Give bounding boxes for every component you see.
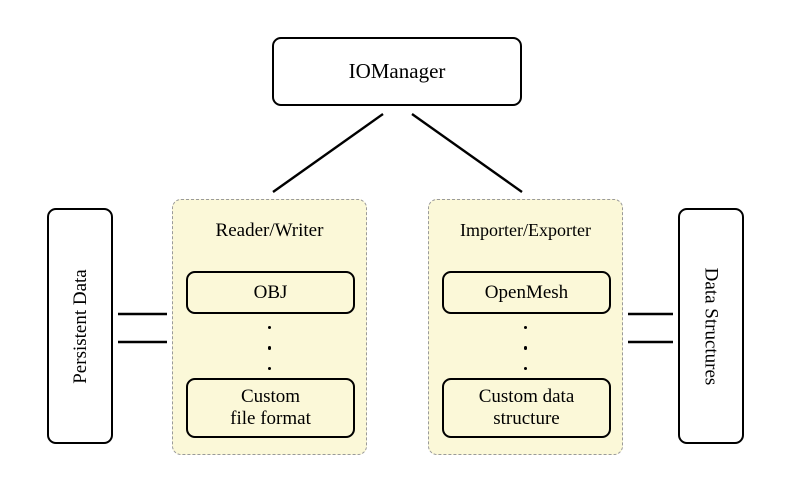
custom-file-format-label-line2: file format [230,408,311,429]
persistent-data-box: Persistent Data [47,208,113,444]
iomanager-box: IOManager [272,37,522,106]
custom-file-format-label-line1: Custom [240,386,301,408]
arrow-iomanager-reader-writer [272,113,384,193]
reader-writer-group-title: Reader/Writer [215,220,324,241]
importer-exporter-group-title: Importer/Exporter [460,220,591,240]
data-structures-box: Data Structures [678,208,744,444]
importer-exporter-ellipsis-icon [429,326,622,370]
custom-file-format-box: Custom file format [186,378,355,438]
obj-label: OBJ [253,281,288,303]
custom-data-structure-label-line1: Custom data [478,386,575,408]
custom-data-structure-label-line2: structure [493,408,560,429]
openmesh-box: OpenMesh [442,271,611,314]
obj-box: OBJ [186,271,355,314]
data-structures-label: Data Structures [700,267,722,385]
iomanager-label: IOManager [348,59,446,83]
persistent-data-label: Persistent Data [69,268,91,384]
custom-data-structure-box: Custom data structure [442,378,611,438]
custom-data-structure-label: Custom data structure [479,386,575,430]
arrow-iomanager-importer-exporter [411,113,523,193]
reader-writer-ellipsis-icon [173,326,366,370]
importer-exporter-group: Importer/Exporter OpenMesh Custom data s… [428,199,623,455]
reader-writer-group: Reader/Writer OBJ Custom file format [172,199,367,455]
custom-file-format-label: Custom file format [230,386,311,430]
openmesh-label: OpenMesh [484,281,569,303]
